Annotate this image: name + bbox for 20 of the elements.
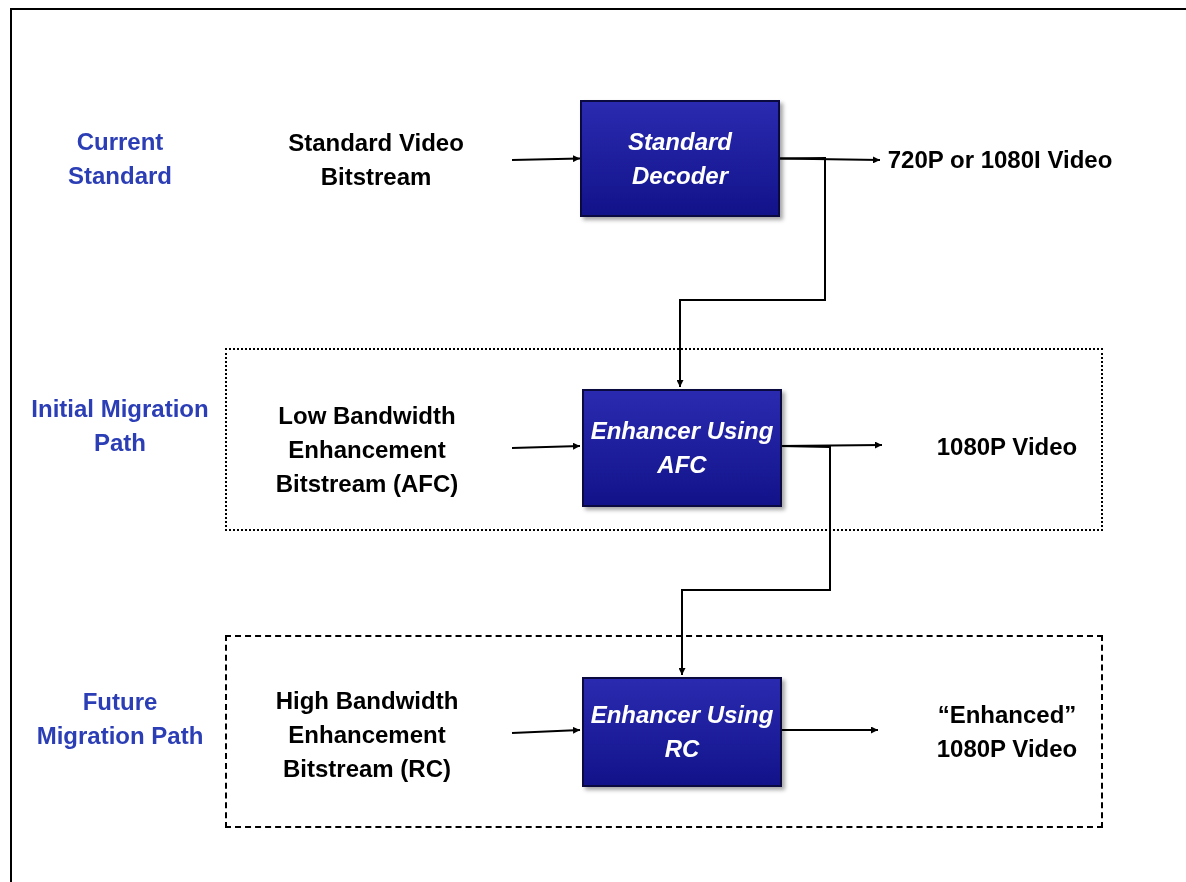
text-label: “Enhanced” 1080P Video (880, 672, 1097, 792)
text-label: 1080P Video (884, 402, 1097, 492)
row-label: Initial Migration Path (30, 394, 210, 458)
row-label: Future Migration Path (35, 687, 205, 751)
text-label: Low Bandwidth Enhancement Bitstream (AFC) (232, 395, 514, 505)
arrow (676, 157, 826, 388)
group-frame (225, 348, 1103, 531)
arrow (511, 442, 581, 450)
arrow (678, 445, 831, 676)
arrow (779, 156, 881, 164)
process-box: Enhancer Using AFC (582, 389, 782, 507)
arrow (511, 726, 581, 734)
group-frame (225, 635, 1103, 828)
text-label: 720P or 1080I Video (880, 115, 1120, 205)
process-box: Enhancer Using RC (582, 677, 782, 787)
process-box: Standard Decoder (580, 100, 780, 217)
text-label: Standard Video Bitstream (240, 105, 512, 215)
row-label: Current Standard (67, 127, 173, 191)
text-label: High Bandwidth Enhancement Bitstream (RC) (232, 680, 514, 790)
arrow (511, 155, 581, 163)
